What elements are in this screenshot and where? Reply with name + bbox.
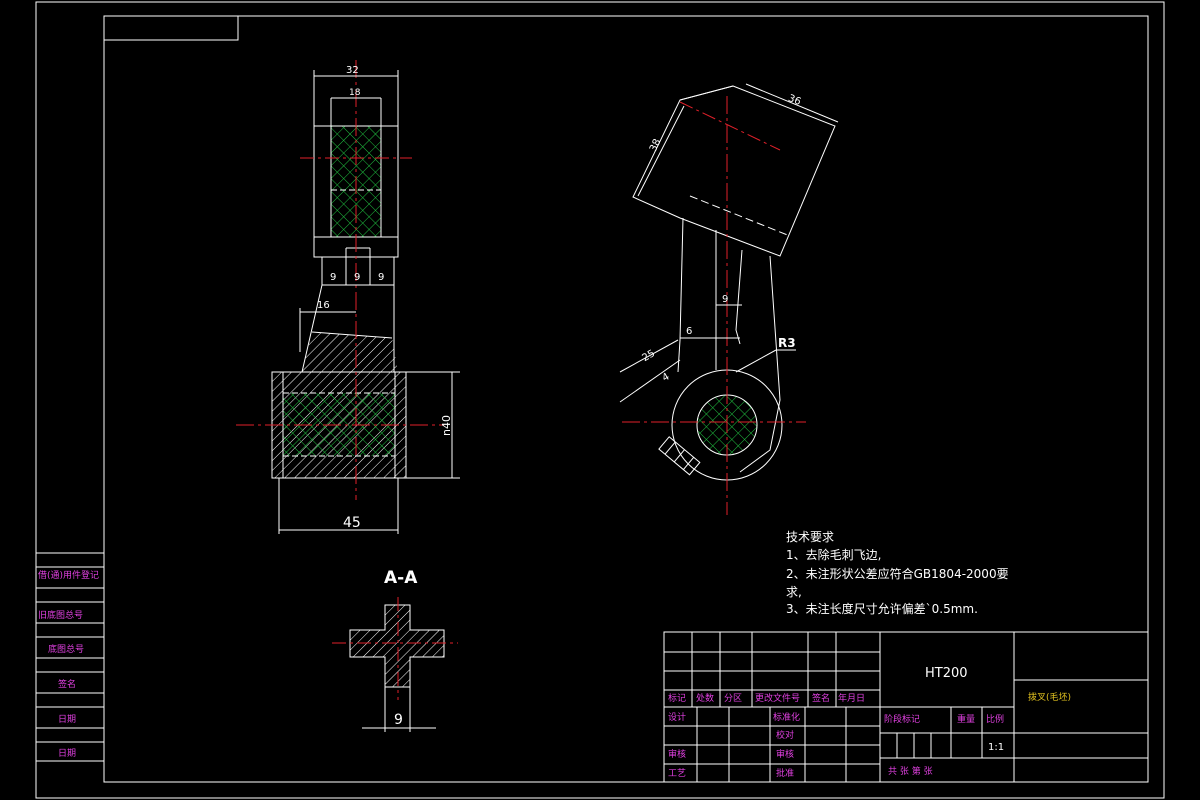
tb-label: 共 张 第 张 [888,765,933,777]
tb-label: 签名 [812,692,830,704]
dim-tilt-height: 38 [648,137,663,153]
tb-label: 校对 [776,729,794,741]
dim-slot-w: 4 [661,371,672,384]
side-label: 旧底图总号 [38,609,83,621]
side-label: 签名 [58,678,76,690]
section-hatch [350,605,444,687]
dim-radius: R3 [778,336,796,350]
front-view: 32 18 9 9 9 16 n40 45 [236,60,460,534]
part-name: 拨叉(毛坯) [1028,691,1071,703]
side-label: 日期 [58,748,76,759]
technical-requirements: 技术要求 1、去除毛刺飞边, 2、未注形状公差应符合GB1804-2000要 求… [786,530,1009,616]
section-aa: A-A 9 [332,568,458,732]
dim-gap-mid: 9 [354,272,360,283]
dim-base-width: 45 [343,515,361,531]
req-line-3: 求, [786,585,802,599]
req-line-2: 2、未注形状公差应符合GB1804-2000要 [786,566,1009,581]
tb-label: 年月日 [838,692,865,704]
dim-height: n40 [440,415,453,436]
dim-section-width: 9 [394,712,403,728]
tb-label: 处数 [696,692,714,704]
side-label: 借(通)用件登记 [38,569,99,581]
tb-label: 重量 [957,713,975,725]
dim-taper: 16 [317,300,330,311]
tb-label: 阶段标记 [884,713,920,725]
tb-label: 分区 [724,693,742,704]
material: HT200 [925,666,968,681]
tb-label: 审核 [776,748,794,760]
dim-gap-left: 9 [330,272,336,283]
dim-arm-offset: 6 [686,326,692,337]
tb-label: 工艺 [668,768,686,779]
dim-gap-right: 9 [378,272,384,283]
side-label: 日期 [58,714,76,725]
tb-label: 标记 [668,692,686,704]
title-block: 标记 处数 分区 更改文件号 签名 年月日 设计 标准化 校对 审核 审核 工艺… [663,631,1149,783]
tb-label: 标准化 [773,711,800,723]
req-title: 技术要求 [786,530,834,544]
req-line-1: 1、去除毛刺飞边, [786,547,881,562]
side-label: 底图总号 [48,643,84,655]
req-line-4: 3、未注长度尺寸允许偏差`0.5mm. [786,601,978,616]
scale: 1:1 [988,742,1004,753]
sheet-border [35,1,1165,799]
dim-top-width: 32 [346,65,359,76]
tb-label: 设计 [668,711,686,723]
tb-label: 更改文件号 [755,692,800,704]
dim-slot-len: 25 [641,348,658,364]
dim-tilt-width: 36 [786,93,802,108]
tb-label: 批准 [776,767,794,779]
side-view: 36 38 9 6 25 4 R3 [619,83,839,515]
section-label: A-A [384,568,418,588]
tb-label: 比例 [986,713,1004,725]
side-column: 借(通)用件登记 旧底图总号 底图总号 签名 日期 日期 [35,552,105,762]
dim-inner-width: 18 [349,88,361,98]
dim-arm-width: 9 [722,294,728,305]
taper-hatch [302,332,398,372]
tb-label: 审核 [668,748,686,760]
